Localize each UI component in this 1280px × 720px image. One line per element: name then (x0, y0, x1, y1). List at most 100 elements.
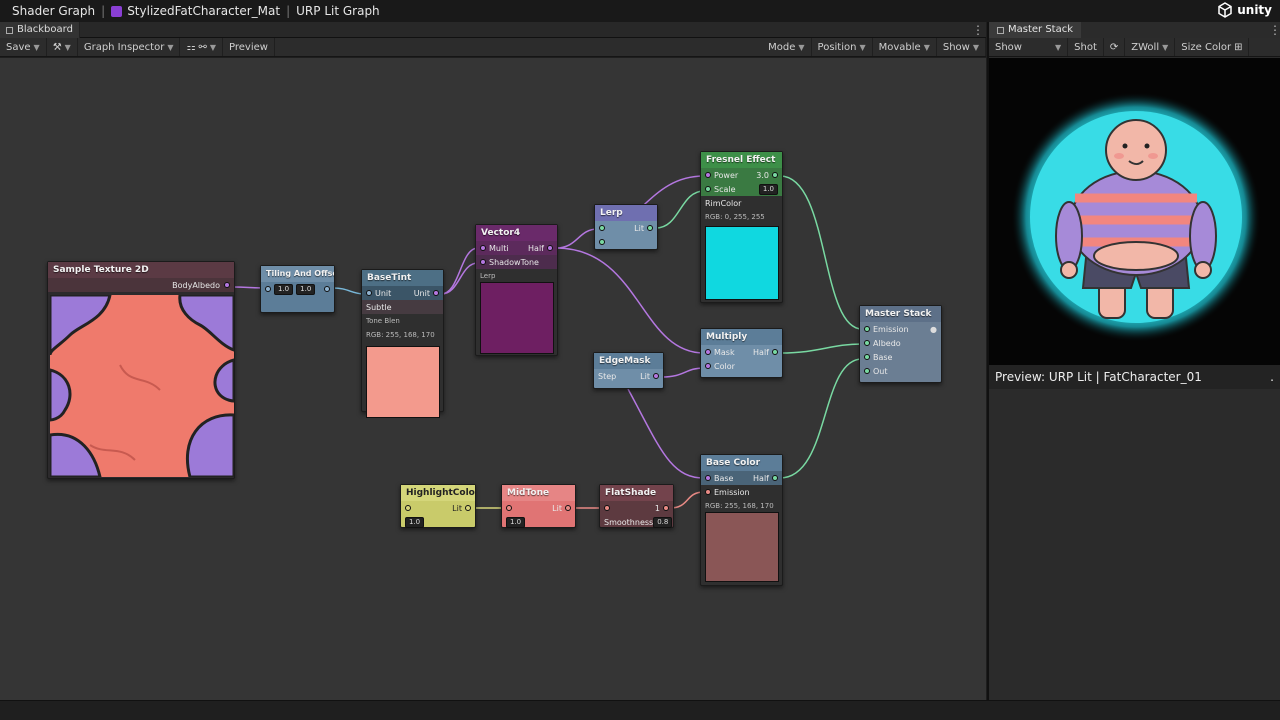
more-options-icon[interactable]: ⋮ (972, 23, 984, 37)
wire-multiply-to-master[interactable] (779, 343, 863, 354)
node-vector4[interactable]: Vector4 Multi Half ShadowTone Lerp (475, 224, 558, 356)
node-base-color[interactable]: Base Color Base Half Emission RGB: 255, … (700, 454, 783, 586)
output-port[interactable] (772, 475, 778, 481)
node-edge-mask[interactable]: EdgeMask Step Lit (593, 352, 664, 389)
value-field[interactable]: 1.0 (405, 516, 425, 528)
power-value[interactable]: 3.0 (756, 170, 769, 180)
output-port[interactable] (647, 225, 653, 231)
scale-field[interactable]: 1.0 (758, 183, 778, 195)
tab-master-stack-label: Master Stack (1008, 24, 1074, 35)
node-lerp[interactable]: Lerp Lit (594, 204, 658, 250)
value-field[interactable]: 1.0 (506, 516, 526, 528)
position-dropdown[interactable]: Position ▼ (812, 38, 873, 56)
wire-basecolor-to-master[interactable] (779, 358, 863, 479)
input-port[interactable] (705, 475, 711, 481)
panel-more-icon[interactable]: ⋮ (1269, 23, 1280, 37)
mode-dropdown[interactable]: Mode ▼ (762, 38, 812, 56)
master-port-emission: Emission ● (860, 322, 941, 336)
node-midtone[interactable]: MidTone Lit 1.0 (501, 484, 576, 528)
tiling-x-field[interactable]: 1.0 (274, 283, 294, 295)
output-port[interactable] (565, 505, 571, 511)
input-port[interactable] (864, 354, 870, 360)
output-port[interactable] (772, 172, 778, 178)
output-port[interactable] (547, 245, 553, 251)
graph-canvas[interactable]: Sample Texture 2D BodyAlbedo Tiling And … (0, 58, 986, 700)
node-highlight-color[interactable]: HighlightColor Lit 1.0 (400, 484, 476, 528)
output-port[interactable] (224, 282, 230, 288)
zoom-dropdown[interactable]: ZWoll ▼ (1125, 38, 1176, 56)
tools-dropdown[interactable]: ⚒ ▼ (47, 38, 78, 56)
size-color-button[interactable]: Size Color ⊞ (1175, 38, 1250, 56)
output-port[interactable] (653, 373, 659, 379)
node-title: Master Stack (860, 306, 941, 322)
input-port[interactable] (265, 286, 271, 292)
master-stack-panel: Master Stack ⋮ Show ▼ Shot ⟳ ZWoll ▼ Siz… (987, 22, 1280, 700)
graph-inspector-dropdown[interactable]: Graph Inspector ▼ (78, 38, 181, 56)
view-toggles[interactable]: ⚏ ⚯ ▼ (180, 38, 223, 56)
tab-blackboard[interactable]: Blackboard (0, 22, 80, 38)
movable-dropdown[interactable]: Movable ▼ (873, 38, 937, 56)
node-flatshade[interactable]: FlatShade 1 Smoothness 0.8 (599, 484, 674, 528)
node-base-tint[interactable]: BaseTint Unit Unit Subtle Tone Blen RGB:… (361, 269, 444, 418)
settings-dot-icon[interactable]: ● (930, 324, 937, 334)
input-port[interactable] (604, 505, 610, 511)
input-port[interactable] (864, 340, 870, 346)
color-swatch[interactable] (705, 226, 779, 300)
wire-tiling-to-basetint[interactable] (332, 287, 364, 295)
show-dropdown[interactable]: Show ▼ (989, 38, 1069, 56)
wire-lerp-to-fresnel-scale[interactable] (655, 190, 705, 229)
input-port[interactable] (705, 172, 711, 178)
preview-toggle[interactable]: Preview (223, 38, 275, 56)
tab-blackboard-label: Blackboard (17, 24, 73, 35)
input-port[interactable] (864, 368, 870, 374)
wire-flatshade-to-basecolor[interactable] (669, 491, 705, 509)
wire-edgemask-to-multiply[interactable] (661, 367, 705, 378)
output-label: Unit (413, 288, 430, 298)
node-color-value: RGB: 255, 168, 170 (705, 502, 774, 510)
node-sample-texture-2d[interactable]: Sample Texture 2D BodyAlbedo (47, 261, 235, 479)
node-multiply[interactable]: Multiply Mask Half Color (700, 328, 783, 378)
node-master-stack[interactable]: Master Stack Emission ● Albedo Base Out (859, 305, 942, 383)
input-port[interactable] (506, 505, 512, 511)
show-dropdown[interactable]: Show ▼ (937, 38, 986, 56)
smoothness-field[interactable]: 0.8 (653, 516, 673, 528)
color-swatch[interactable] (366, 346, 440, 418)
output-port[interactable] (772, 349, 778, 355)
output-port[interactable] (663, 505, 669, 511)
output-port[interactable] (324, 286, 330, 292)
wire-basetint-to-vector4[interactable] (440, 247, 479, 295)
refresh-button[interactable]: ⟳ (1104, 38, 1126, 56)
output-port[interactable] (465, 505, 471, 511)
wire-edgemask-to-basecolor[interactable] (627, 388, 705, 479)
input-port[interactable] (480, 245, 486, 251)
wire-vector4-to-lerp[interactable] (555, 228, 599, 249)
tab-master-stack[interactable]: Master Stack (989, 22, 1082, 38)
input-port[interactable] (599, 225, 605, 231)
input-port[interactable] (705, 349, 711, 355)
node-fresnel-effect[interactable]: Fresnel Effect Power 3.0 Scale 1.0 RimCo… (700, 151, 783, 303)
shot-button[interactable]: Shot (1068, 38, 1104, 56)
color-swatch[interactable] (705, 512, 779, 582)
port-row: 1 (600, 501, 673, 515)
input-port[interactable] (864, 326, 870, 332)
input-port[interactable] (405, 505, 411, 511)
material-preview-viewport[interactable] (989, 58, 1280, 365)
wire-basetint-to-vector4-b[interactable] (440, 262, 479, 295)
save-dropdown[interactable]: Save ▼ (0, 38, 47, 56)
grid-icon: ⚏ (186, 41, 196, 53)
input-port[interactable] (705, 186, 711, 192)
input-port[interactable] (599, 239, 605, 245)
tiling-y-field[interactable]: 1.0 (296, 283, 316, 295)
wire-vector4-to-multiply[interactable] (555, 247, 705, 354)
node-info-line: RimColor (705, 198, 742, 208)
input-port[interactable] (366, 290, 372, 296)
color-swatch[interactable] (480, 282, 554, 354)
input-port[interactable] (705, 489, 711, 495)
wire-fresnel-to-master[interactable] (779, 175, 863, 330)
node-tiling-and-offset[interactable]: Tiling And Offset 1.0 1.0 (260, 265, 335, 313)
power-label: Power (714, 170, 739, 180)
output-port[interactable] (433, 290, 439, 296)
input-port[interactable] (480, 259, 486, 265)
preview-label: Preview (229, 41, 268, 53)
input-port[interactable] (705, 363, 711, 369)
